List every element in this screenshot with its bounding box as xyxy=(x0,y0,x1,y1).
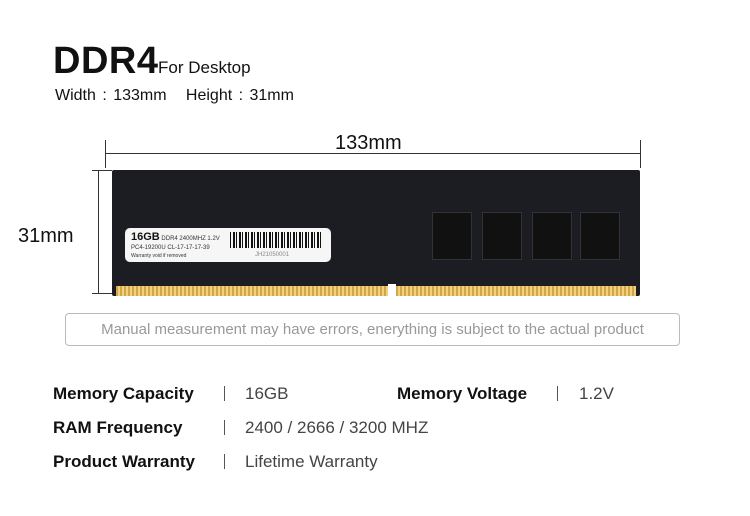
subtitle: For Desktop xyxy=(158,58,251,77)
ram-module-image: 16GB DDR4 2400MHZ 1.2V PC4-19200U CL-17-… xyxy=(112,170,640,296)
dimensions-text: Width : 133mm Height : 31mm xyxy=(55,87,294,104)
spec-value: 2400 / 2666 / 3200 MHZ xyxy=(245,418,429,437)
width-dimension-line xyxy=(105,153,640,154)
sticker-spec: DDR4 2400MHZ 1.2V xyxy=(161,236,220,242)
barcode xyxy=(230,232,322,248)
divider xyxy=(224,454,225,469)
key-notch xyxy=(388,284,396,296)
height-dimension-line xyxy=(98,170,99,294)
sticker-part: PC4-19200U CL-17-17-17-39 xyxy=(131,245,210,251)
module-sticker: 16GB DDR4 2400MHZ 1.2V PC4-19200U CL-17-… xyxy=(125,228,331,262)
height-tick-top xyxy=(92,170,112,171)
spec-value: 16GB xyxy=(245,384,289,403)
spec-label: Product Warranty xyxy=(53,452,196,471)
spec-value: Lifetime Warranty xyxy=(245,452,378,471)
width-tick-left xyxy=(105,140,106,168)
divider xyxy=(224,420,225,435)
spec-value: 1.2V xyxy=(579,384,614,403)
sticker-capacity: 16GB xyxy=(131,231,160,243)
gold-contacts xyxy=(116,286,636,296)
spec-label: Memory Capacity xyxy=(53,384,194,403)
height-label: 31mm xyxy=(18,225,74,247)
divider xyxy=(224,386,225,401)
page-title: DDR4 xyxy=(53,40,159,82)
sticker-warranty: Warranty void if removed xyxy=(131,253,187,259)
width-label: 133mm xyxy=(335,132,402,154)
measurement-note: Manual measurement may have errors, ener… xyxy=(65,313,680,346)
width-tick-right xyxy=(640,140,641,168)
height-tick-bottom xyxy=(92,293,112,294)
divider xyxy=(557,386,558,401)
spec-label: RAM Frequency xyxy=(53,418,183,437)
sticker-serial: JH21050001 xyxy=(255,252,290,258)
spec-label: Memory Voltage xyxy=(397,384,528,403)
